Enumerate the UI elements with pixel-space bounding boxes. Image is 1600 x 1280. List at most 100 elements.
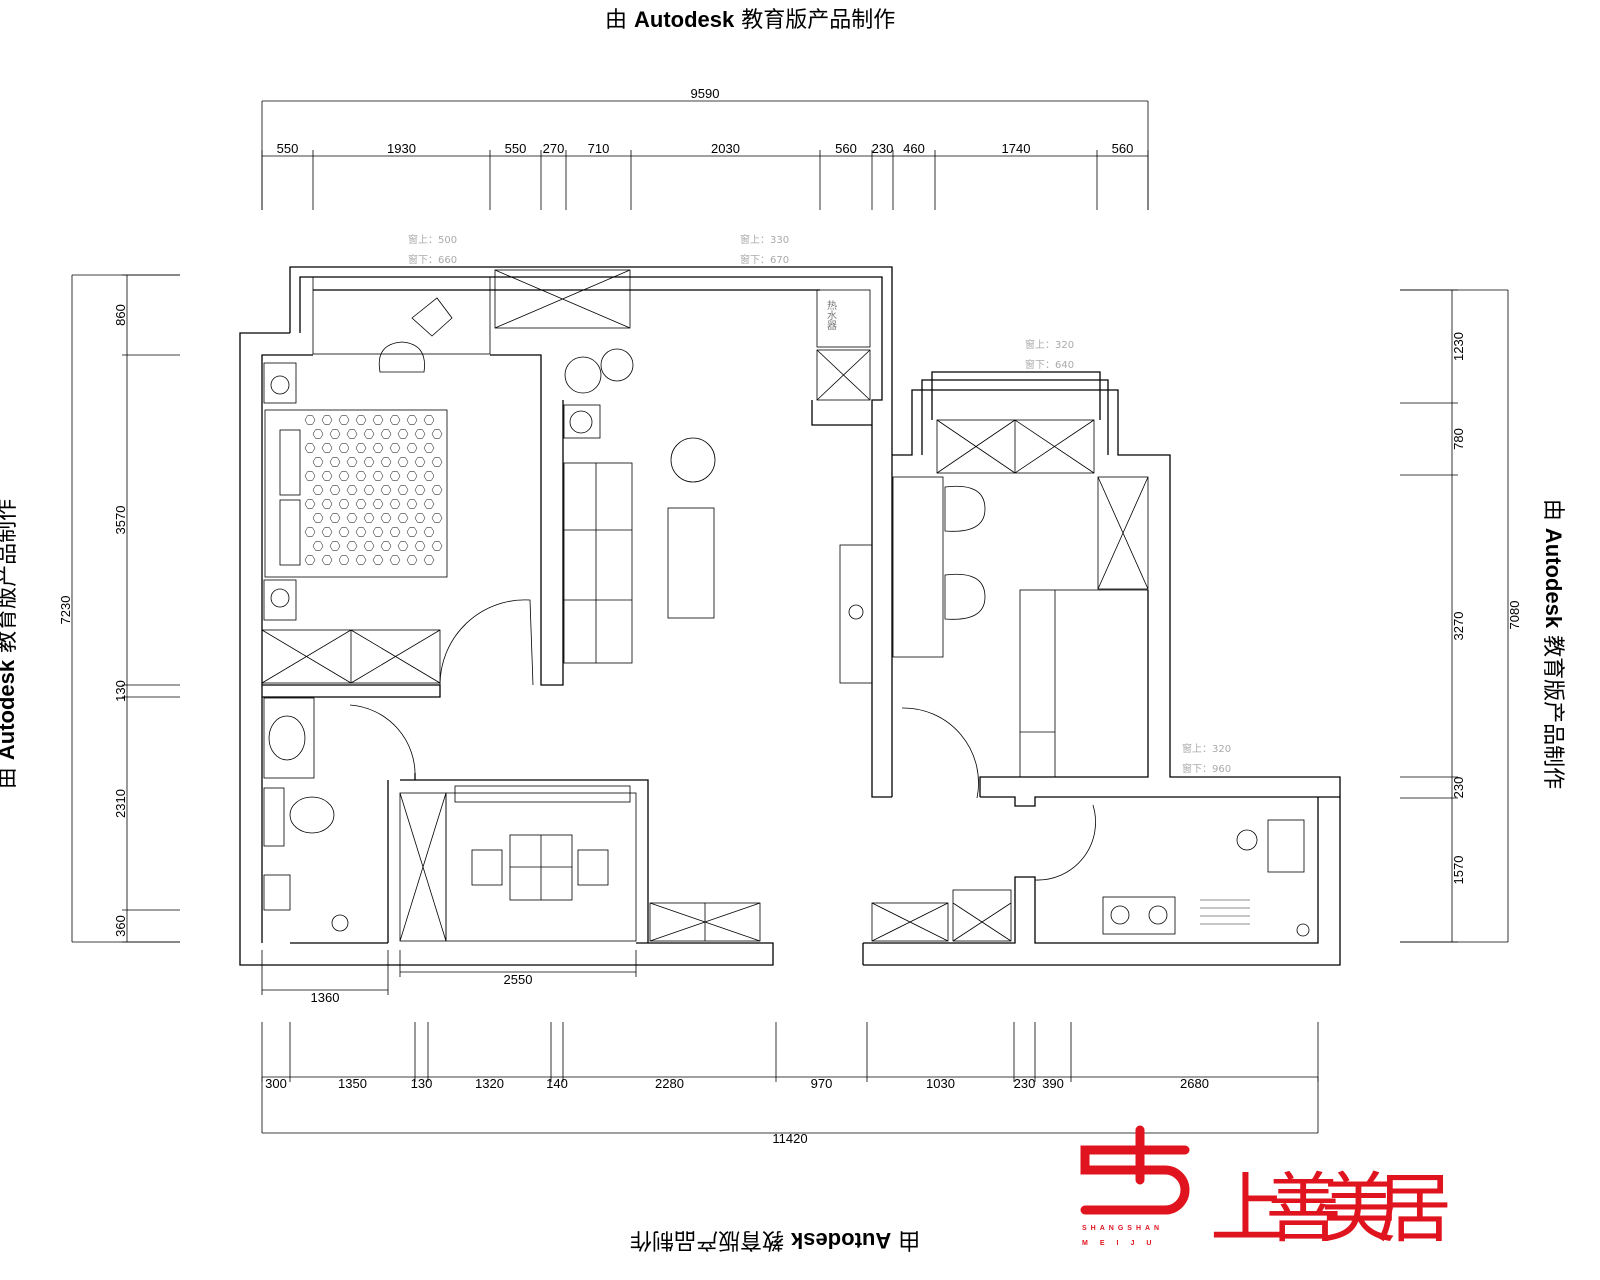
bed-pattern-hex	[431, 485, 443, 495]
dimension-label: 550	[505, 141, 527, 156]
bed-pattern-hex	[406, 499, 418, 509]
window-note-upper: 窗上：320	[1025, 338, 1074, 351]
bed-pattern-hex	[304, 415, 316, 425]
window-note-upper: 窗上：320	[1182, 742, 1231, 755]
bed-pattern-hex	[380, 429, 392, 439]
pillow	[279, 429, 301, 496]
bed-pattern-hex	[380, 541, 392, 551]
bed	[264, 409, 448, 578]
bed-pattern-hex	[346, 513, 358, 523]
dimension-label: 560	[835, 141, 857, 156]
bed-pattern-hex	[389, 443, 401, 453]
bathroom-fixtures	[263, 697, 349, 932]
water-heater	[816, 289, 871, 348]
bathroom-door	[349, 704, 416, 779]
window-note-lower: 窗下：670	[740, 253, 789, 266]
lamp-icon	[270, 588, 290, 608]
dimension-label: 1230	[1451, 332, 1466, 361]
dimension-label: 230	[872, 141, 894, 156]
water-heater-label: 热水器	[825, 299, 837, 331]
study-window-cabinet	[936, 419, 1095, 474]
bed-pattern-hex	[389, 415, 401, 425]
watermark-prefix: 由	[605, 8, 628, 33]
bed-pattern-hex	[423, 527, 435, 537]
study-and-kitchen-furniture	[871, 476, 1310, 942]
dimension-label: 3570	[113, 506, 128, 535]
bed-pattern-hex	[346, 541, 358, 551]
dimension-label: 970	[811, 1076, 833, 1091]
dimension-label: 860	[113, 304, 128, 326]
bed-pattern-hex	[304, 443, 316, 453]
living-furniture: 热水器	[349, 289, 873, 779]
bed-pattern-hex	[329, 457, 341, 467]
bedroom-door	[439, 599, 534, 686]
bed-pattern-hex	[312, 457, 324, 467]
tv-cabinet	[839, 544, 873, 684]
bed-pattern-hex	[321, 471, 333, 481]
bed-pattern-hex	[372, 471, 384, 481]
bed-pattern-hex	[304, 499, 316, 509]
bed-pattern-hex	[312, 429, 324, 439]
bed-pattern-hex	[423, 471, 435, 481]
bed-pattern-hex	[372, 527, 384, 537]
logo-subtitle: MEIJU	[1082, 1240, 1163, 1247]
bed-pattern-hex	[380, 457, 392, 467]
fridge	[952, 889, 1012, 942]
bed-pattern-hex	[338, 555, 350, 565]
bed-pattern	[304, 415, 443, 565]
bed-pattern-hex	[363, 429, 375, 439]
kitchen-sink	[1267, 819, 1305, 873]
bed-pattern-hex	[406, 415, 418, 425]
dimension-label: 11420	[772, 1131, 807, 1146]
dimension-label: 1740	[1002, 141, 1031, 156]
desk	[892, 476, 944, 658]
dimension-label: 130	[113, 680, 128, 702]
bed-pattern-hex	[329, 485, 341, 495]
pillow	[279, 499, 301, 566]
chair	[378, 341, 425, 373]
dimension-label: 3270	[1451, 612, 1466, 641]
bed-pattern-hex	[406, 555, 418, 565]
stove	[1102, 896, 1176, 935]
window-note-upper: 窗上：500	[408, 233, 457, 246]
bed-pattern-hex	[389, 527, 401, 537]
dimension-label: 230	[1451, 777, 1466, 799]
bed-pattern-hex	[423, 415, 435, 425]
toilet	[289, 796, 335, 834]
bed-pattern-hex	[304, 555, 316, 565]
bed-pattern-hex	[338, 527, 350, 537]
side-cabinet	[563, 404, 601, 439]
washer	[263, 874, 291, 911]
bed-pattern-hex	[414, 457, 426, 467]
bed-pattern-hex	[431, 429, 443, 439]
entry-door	[901, 707, 979, 799]
bed-pattern-hex	[355, 555, 367, 565]
bed-pattern-hex	[372, 443, 384, 453]
sofa	[563, 462, 633, 664]
sink	[268, 715, 306, 761]
bed-pattern-hex	[321, 415, 333, 425]
dimension-label: 2280	[655, 1076, 684, 1091]
bed-pattern-hex	[304, 471, 316, 481]
side-table	[670, 437, 716, 483]
bed-pattern-hex	[406, 471, 418, 481]
stairs	[1019, 589, 1149, 778]
dining-chair	[577, 849, 609, 886]
bed-pattern-hex	[414, 513, 426, 523]
dimension-label: 390	[1042, 1076, 1064, 1091]
watermark-brand: Autodesk	[634, 7, 735, 32]
windows	[312, 269, 1095, 474]
watermark-suffix: 教育版产品制作	[741, 8, 896, 33]
bed-pattern-hex	[431, 457, 443, 467]
kitchen-door	[1034, 804, 1096, 881]
living-window-cabinet	[494, 269, 631, 329]
bed-pattern-hex	[321, 555, 333, 565]
bed-pattern-hex	[363, 485, 375, 495]
bed-pattern-hex	[406, 527, 418, 537]
bedroom-furniture	[261, 297, 534, 686]
dimension-label: 710	[588, 141, 610, 156]
dimension-label: 2310	[113, 789, 128, 818]
